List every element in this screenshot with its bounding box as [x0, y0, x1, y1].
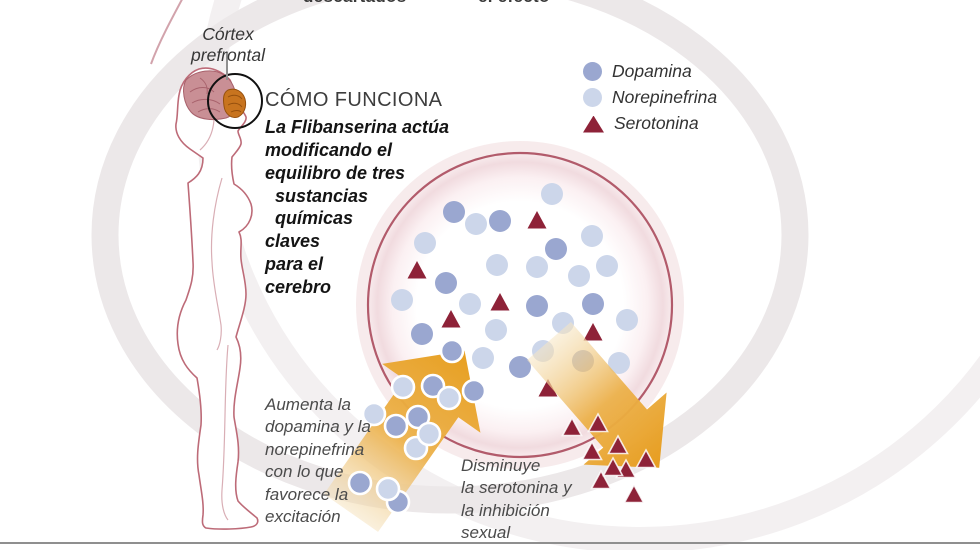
serotonina-marker — [561, 416, 583, 437]
dopamina-marker — [435, 272, 457, 294]
serotonina-marker — [407, 261, 427, 279]
top-cropped-text: descartados el efecto — [0, 0, 980, 7]
dopamina-marker — [411, 323, 433, 345]
cortex-prefrontal-label: Córtex prefrontal — [191, 24, 265, 65]
dopamina-swatch-icon — [583, 61, 602, 81]
legend-item-serotonina: Serotonina — [583, 110, 717, 136]
norepinefrina-marker — [541, 183, 563, 205]
increase-arrow-markers — [347, 338, 487, 515]
serotonina-marker — [583, 323, 603, 341]
norepinefrina-marker — [581, 225, 603, 247]
background-ring-gray — [91, 0, 809, 514]
top-cropped-text-left: descartados — [303, 0, 406, 7]
serotonina-marker — [607, 434, 629, 455]
cortex-circle-outline — [207, 73, 263, 129]
dopamina-marker — [461, 378, 487, 404]
norepinefrina-marker — [596, 255, 618, 277]
legend-label: Serotonina — [614, 112, 699, 133]
norepinefrina-marker — [485, 319, 507, 341]
serotonina-marker — [590, 469, 612, 490]
dopamina-marker — [582, 293, 604, 315]
norepinefrina-marker — [375, 476, 401, 502]
body-figure — [175, 52, 263, 530]
decrease-arrow-markers — [561, 412, 657, 504]
norepinefrina-marker — [486, 254, 508, 276]
dopamina-marker — [489, 210, 511, 232]
dopamina-marker — [509, 356, 531, 378]
legend: Dopamina Norepinefrina Serotonina — [583, 58, 717, 136]
prefrontal-texture — [227, 94, 243, 113]
serotonina-marker — [527, 211, 547, 229]
norepinefrina-marker — [416, 421, 442, 447]
dopamina-marker — [545, 238, 567, 260]
decrease-arrow — [527, 321, 667, 468]
norepinefrina-marker — [465, 213, 487, 235]
legend-label: Norepinefrina — [612, 86, 718, 107]
arm-line — [210, 177, 223, 351]
serotonina-marker — [623, 483, 645, 504]
norepinefrina-marker — [391, 289, 413, 311]
norepinefrina-marker — [568, 265, 590, 287]
how-it-works-heading: CÓMO FUNCIONA — [265, 89, 443, 111]
serotonina-marker — [635, 448, 657, 469]
legend-item-norepinefrina: Norepinefrina — [583, 84, 717, 110]
norepinefrina-marker — [608, 352, 630, 374]
decrease-caption: Disminuye la serotonina y la inhibición … — [461, 456, 572, 543]
serotonina-marker — [490, 293, 510, 311]
neurotransmitter-field — [391, 183, 638, 397]
description-text: La Flibanserina actúa modificando el equ… — [265, 117, 450, 298]
dopamina-marker — [420, 373, 446, 399]
serotonina-swatch-icon — [583, 115, 604, 133]
norepinefrina-marker — [390, 374, 416, 400]
norepinefrina-swatch-icon — [583, 87, 602, 107]
serotonina-marker — [581, 440, 603, 461]
dopamina-marker — [439, 338, 465, 364]
serotonina-marker — [602, 456, 624, 477]
norepinefrina-marker — [526, 256, 548, 278]
norepinefrina-marker — [414, 232, 436, 254]
main-circle-halo — [356, 141, 684, 469]
norepinefrina-marker — [436, 385, 462, 411]
legend-label: Dopamina — [612, 60, 692, 81]
dopamina-marker — [443, 201, 465, 223]
serotonina-marker — [587, 412, 609, 433]
dopamina-marker — [526, 295, 548, 317]
dopamina-marker — [383, 413, 409, 439]
serotonina-marker — [538, 379, 558, 397]
legend-item-dopamina: Dopamina — [583, 58, 717, 84]
norepinefrina-marker — [472, 347, 494, 369]
dopamina-marker — [347, 470, 373, 496]
serotonina-marker — [441, 310, 461, 328]
far-leg-line — [221, 344, 229, 521]
norepinefrina-marker — [459, 293, 481, 315]
norepinefrina-marker — [616, 309, 638, 331]
increase-caption: Aumenta la dopamina y la norepinefrina c… — [265, 395, 371, 527]
dopamina-marker — [405, 404, 431, 430]
bottom-divider — [0, 542, 980, 544]
top-cropped-text-right: el efecto — [478, 0, 550, 7]
brain-texture — [189, 77, 221, 113]
norepinefrina-marker — [361, 401, 387, 427]
background-pink-arc — [150, 0, 183, 65]
